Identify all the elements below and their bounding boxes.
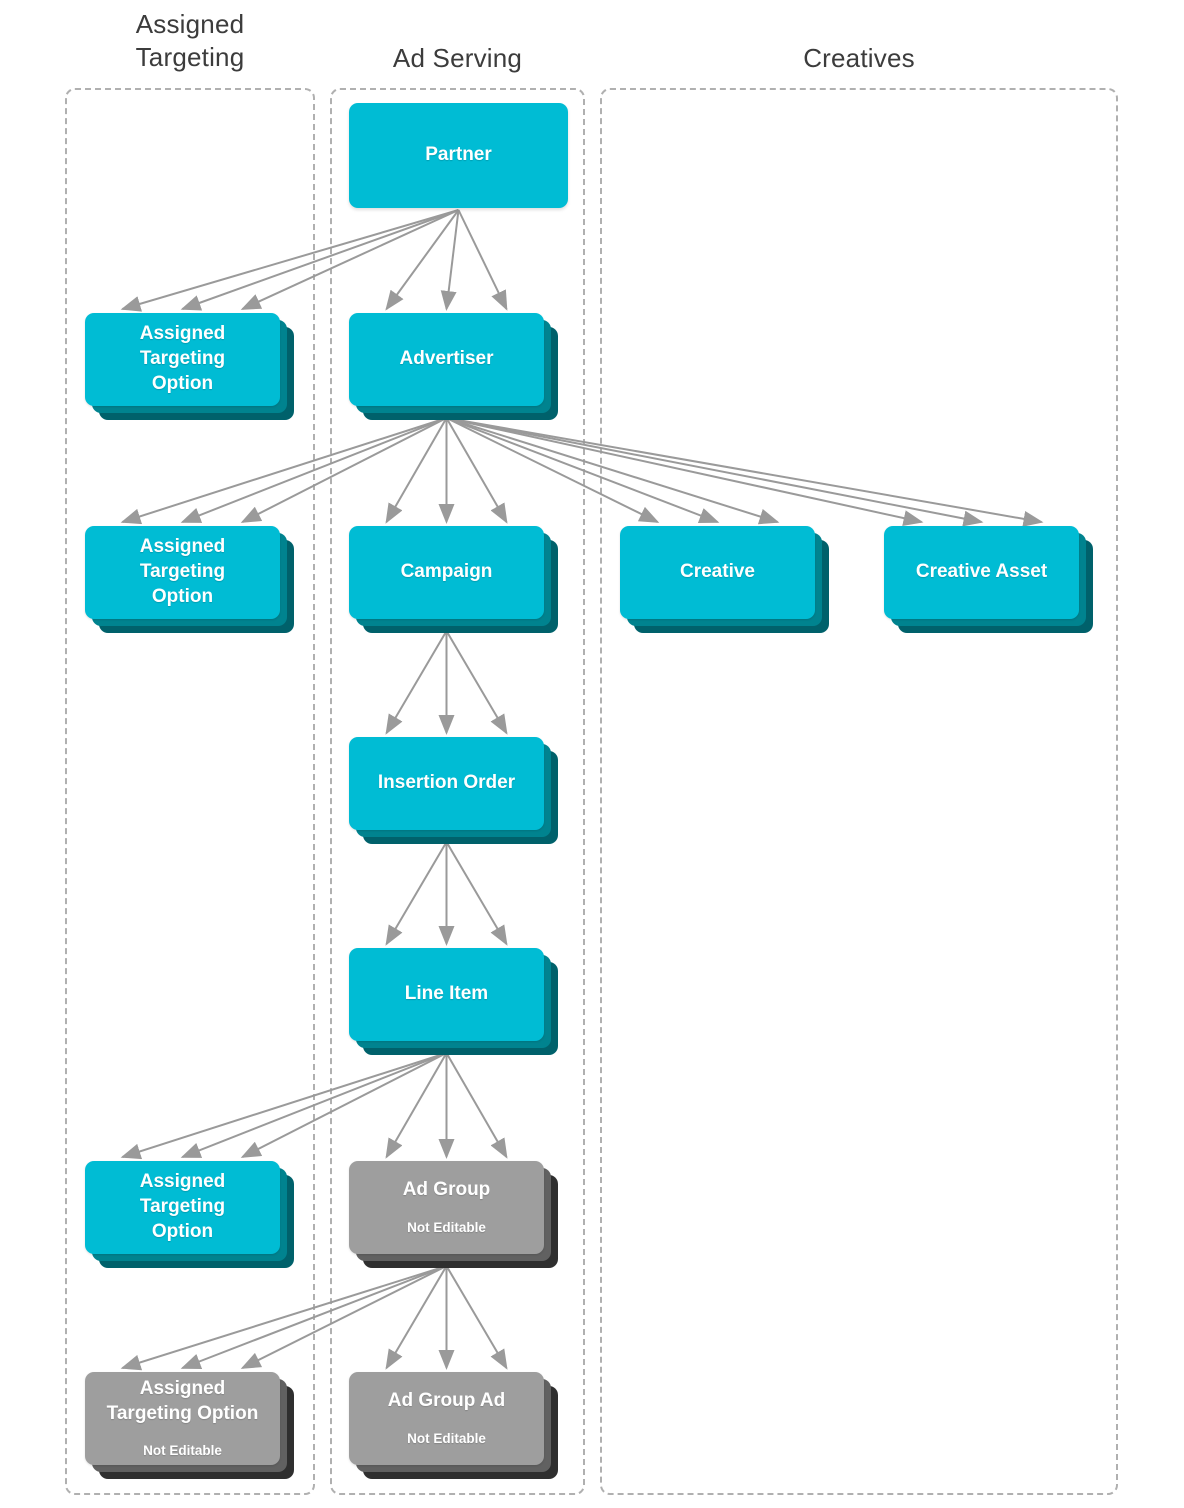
node-insertion-order[interactable]: Insertion Order	[349, 737, 558, 844]
group-creatives	[600, 88, 1118, 1495]
node-label-creative: Creative	[680, 561, 755, 583]
node-label-insertion-order: Insertion Order	[377, 772, 516, 794]
node-label-assigned-targeting-option-ad-group: Assigned Targeting Option	[106, 1378, 259, 1424]
node-label-campaign: Campaign	[400, 561, 493, 583]
node-face-advertiser[interactable]: Advertiser	[349, 313, 544, 406]
node-face-line-item[interactable]: Line Item	[349, 948, 544, 1041]
node-label-assigned-targeting-option-advertiser: Assigned Targeting Option	[139, 536, 226, 607]
node-assigned-targeting-option-advertiser[interactable]: Assigned Targeting Option	[85, 526, 294, 633]
node-line-item[interactable]: Line Item	[349, 948, 558, 1055]
node-label-assigned-targeting-option-line-item: Assigned Targeting Option	[139, 1171, 226, 1242]
node-label-creative-asset: Creative Asset	[915, 561, 1048, 583]
node-label-ad-group: Ad Group	[402, 1179, 491, 1201]
node-face-assigned-targeting-option-line-item[interactable]: Assigned Targeting Option	[85, 1161, 280, 1254]
node-face-insertion-order[interactable]: Insertion Order	[349, 737, 544, 830]
node-face-campaign[interactable]: Campaign	[349, 526, 544, 619]
node-creative-asset[interactable]: Creative Asset	[884, 526, 1093, 633]
node-label-line-item: Line Item	[404, 983, 489, 1005]
node-campaign[interactable]: Campaign	[349, 526, 558, 633]
node-face-creative-asset[interactable]: Creative Asset	[884, 526, 1079, 619]
node-face-ad-group-ad[interactable]: Ad Group Ad Not Editable	[349, 1372, 544, 1465]
group-assigned-targeting	[65, 88, 315, 1495]
node-sublabel-ad-group-ad: Not Editable	[407, 1431, 486, 1447]
group-ad-serving	[330, 88, 585, 1495]
node-label-advertiser: Advertiser	[399, 348, 494, 370]
node-assigned-targeting-option-line-item[interactable]: Assigned Targeting Option	[85, 1161, 294, 1268]
column-title-ad-serving: Ad Serving	[392, 43, 523, 73]
column-title-assigned-targeting: Assigned Targeting	[135, 9, 245, 73]
node-face-partner[interactable]: Partner	[349, 103, 568, 208]
node-label-partner: Partner	[425, 144, 492, 166]
node-ad-group-ad[interactable]: Ad Group Ad Not Editable	[349, 1372, 558, 1479]
node-advertiser[interactable]: Advertiser	[349, 313, 558, 420]
node-face-assigned-targeting-option-advertiser[interactable]: Assigned Targeting Option	[85, 526, 280, 619]
node-label-ad-group-ad: Ad Group Ad	[387, 1390, 506, 1412]
node-assigned-targeting-option-partner[interactable]: Assigned Targeting Option	[85, 313, 294, 420]
node-partner[interactable]: Partner	[349, 103, 568, 208]
node-sublabel-assigned-targeting-option-ad-group: Not Editable	[143, 1443, 222, 1459]
node-face-creative[interactable]: Creative	[620, 526, 815, 619]
node-sublabel-ad-group: Not Editable	[407, 1220, 486, 1236]
column-title-creatives: Creatives	[803, 43, 915, 73]
node-creative[interactable]: Creative	[620, 526, 829, 633]
node-label-assigned-targeting-option-partner: Assigned Targeting Option	[139, 323, 226, 394]
node-face-assigned-targeting-option-partner[interactable]: Assigned Targeting Option	[85, 313, 280, 406]
